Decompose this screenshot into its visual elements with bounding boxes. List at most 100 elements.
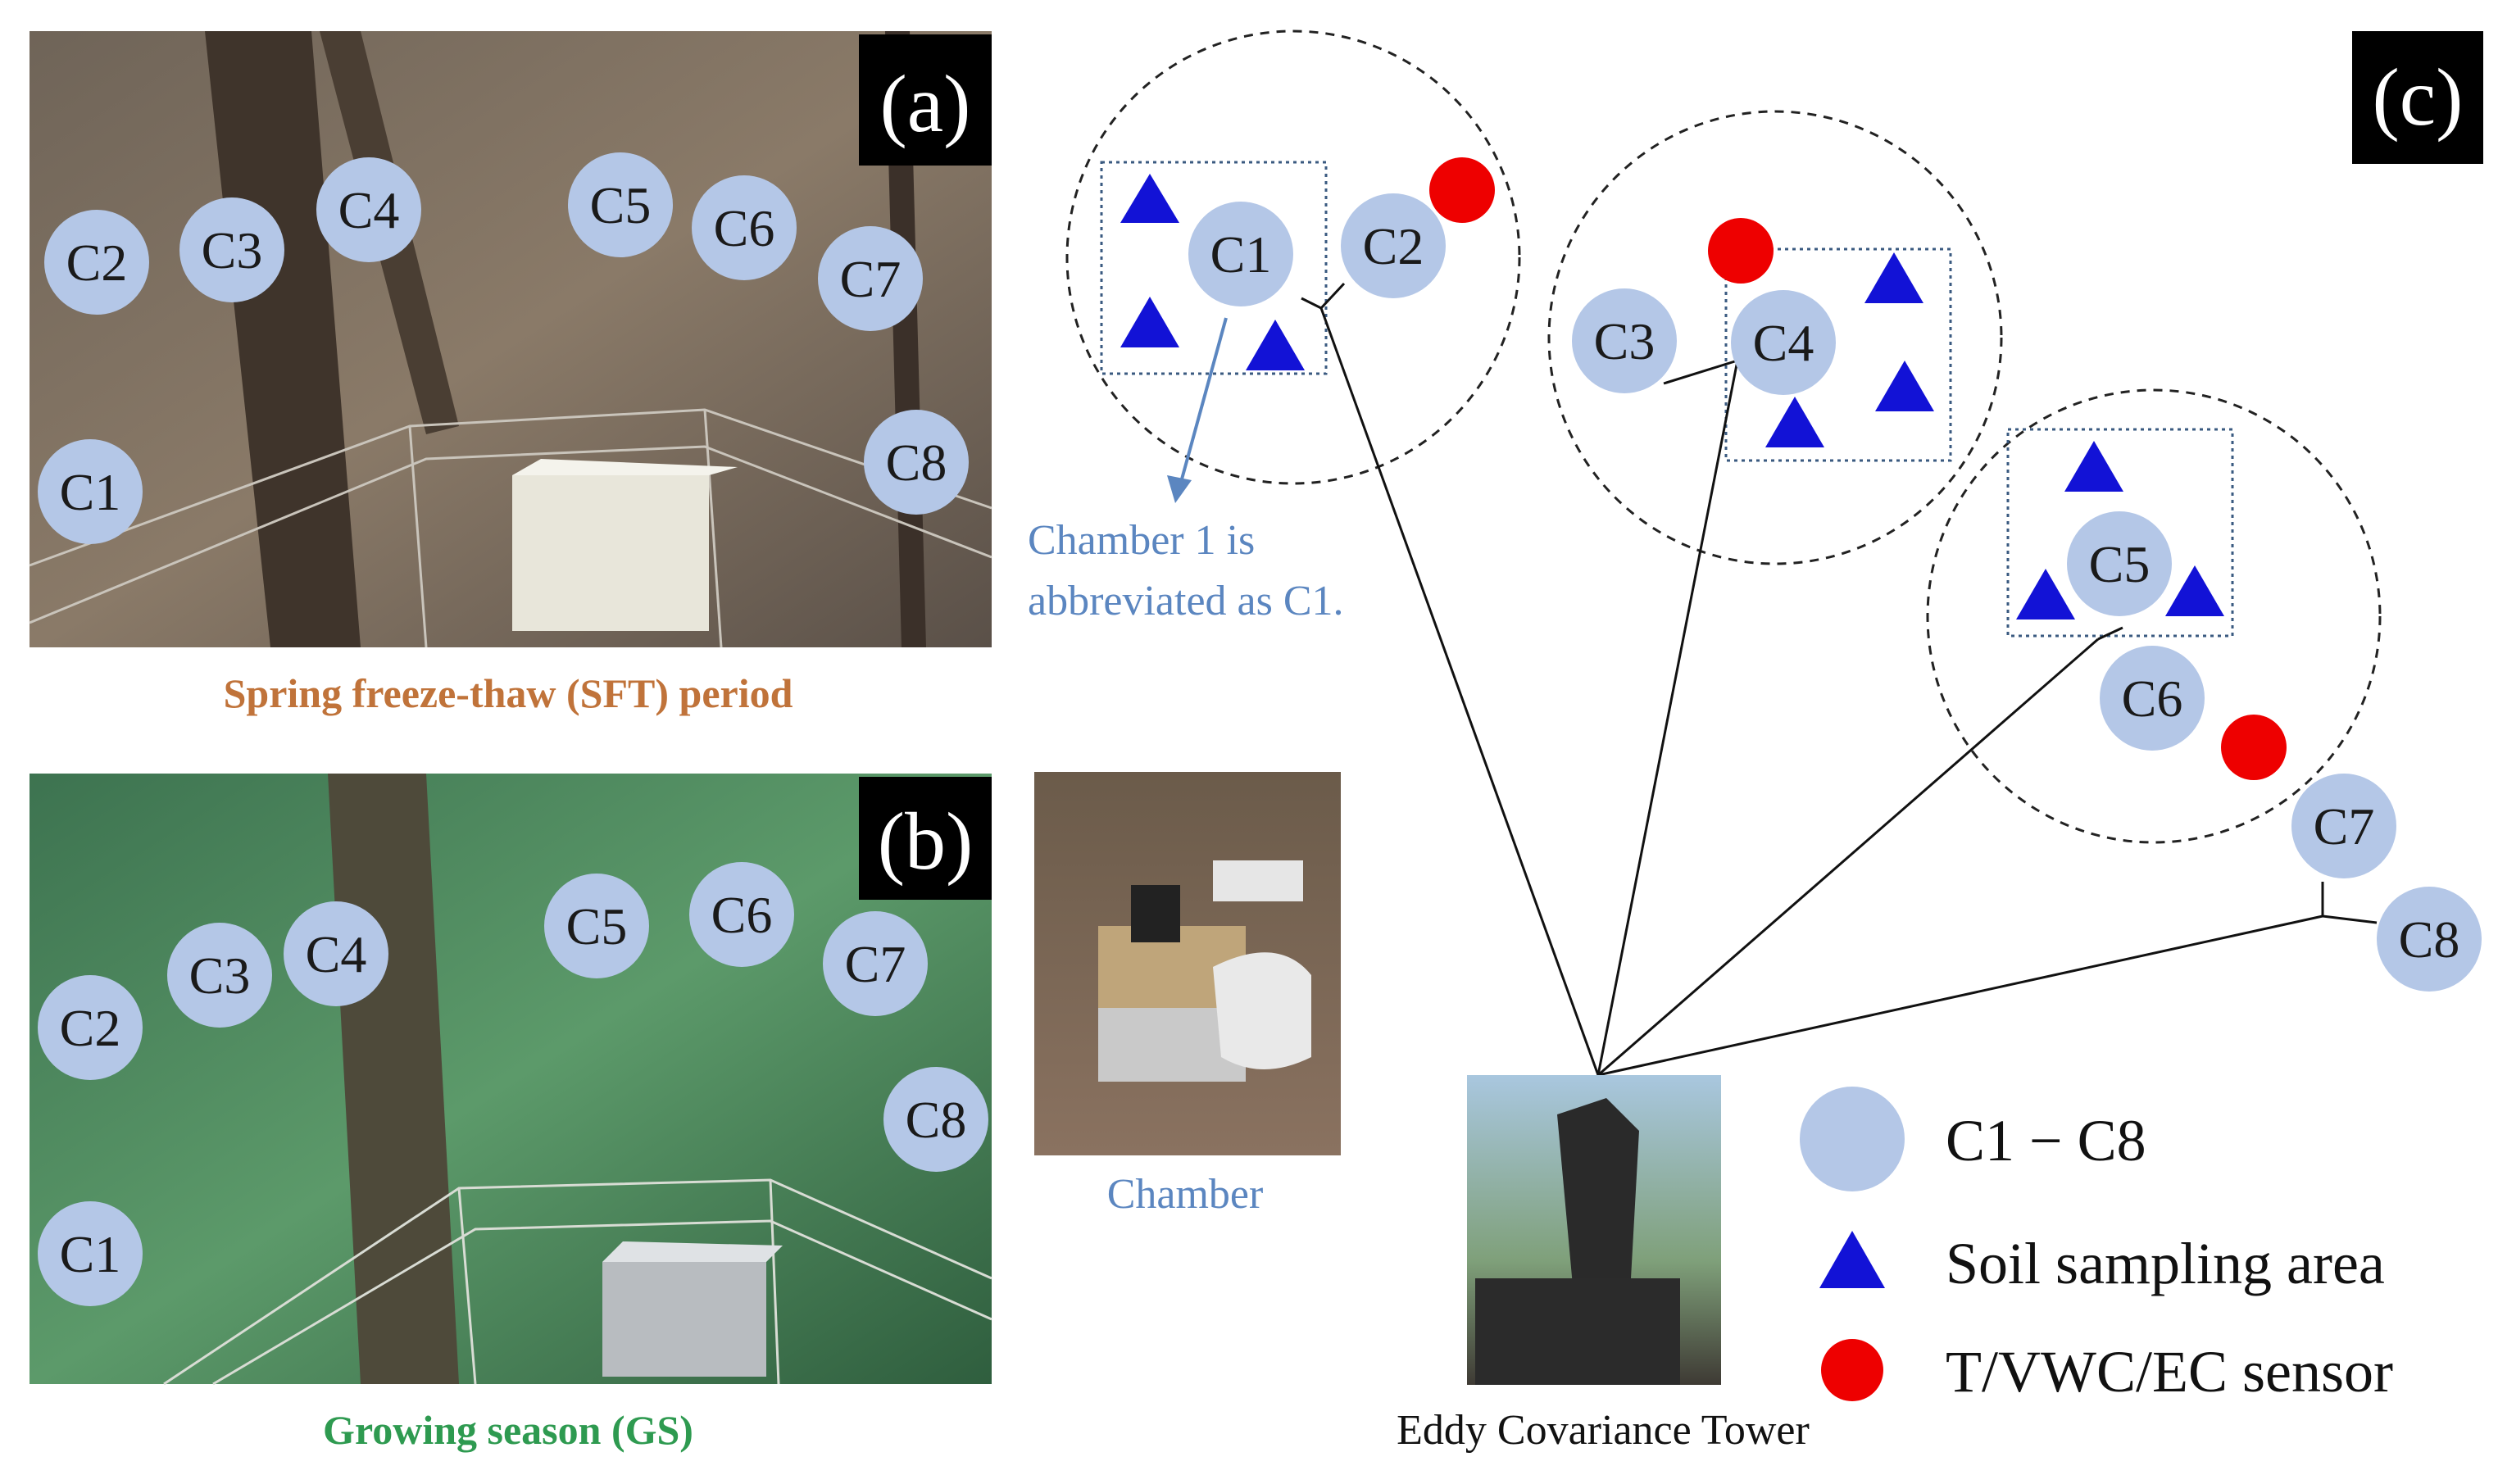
annotation-arrow [1167,317,1228,503]
tower-base [1475,1278,1680,1385]
chamber-marker [864,410,969,515]
chamber-marker-label: C2 [66,234,128,292]
chamber-marker-label: C5 [566,897,628,955]
annotation-line-1: Chamber 1 is [1028,517,1255,564]
chamber-marker-label: C1 [60,1225,121,1283]
plot-group-boundary [1547,110,2003,565]
fence [163,1178,992,1386]
soil-sampling-boundary [2006,428,2234,638]
soil-sampling-boundary [1100,161,1328,375]
chamber-marker [44,210,149,315]
chamber-marker-label: C5 [2089,535,2151,593]
chamber-marker-label: C3 [202,221,263,279]
chamber-marker [689,862,794,967]
legend-soil-label: Soil sampling area [1946,1231,2385,1296]
sft-photo [30,31,992,647]
panel-a-tag-bg [859,34,992,166]
chamber-sensor [1131,885,1180,942]
chamber-marker [1341,193,1446,298]
chamber-marker-label: C3 [1594,312,1655,370]
chamber-marker-label: C1 [60,463,121,521]
chamber-arm [1213,860,1303,901]
sft-caption: Spring freeze-thaw (SFT) period [224,670,793,716]
gs-caption: Growing season (GS) [323,1407,693,1453]
instrument-box [512,475,709,631]
gs-photo [30,774,992,1384]
tower-structure [1557,1098,1639,1295]
annotation-line-2: abbreviated as C1. [1028,578,1344,624]
soil-sampling-triangles [1120,174,2224,619]
chamber-marker [1572,288,1677,393]
chamber-marker [38,975,143,1080]
chamber-marker [38,439,143,544]
soil-triangle-icon [2165,565,2224,616]
chamber-lid [1213,952,1311,1069]
chamber-marker-label: C6 [714,199,775,257]
panel-c-tag-bg [2352,31,2483,164]
chamber-marker [1188,202,1293,306]
chamber-marker-label: C8 [886,433,947,492]
sensor-dot-icon [1429,157,1495,223]
panel-b-tag: (b) [878,796,974,887]
legend: C1 − C8 Soil sampling area T/VWC/EC sens… [1800,1087,2393,1405]
chamber-marker [692,175,797,280]
plot-group-boundary [1065,29,1521,485]
soil-triangle-icon [2016,569,2075,619]
soil-sampling-boundary [1724,247,1952,462]
chamber-marker-label: C8 [2399,910,2460,969]
tower-caption: Eddy Covariance Tower [1397,1407,1810,1454]
chamber-marker-label: C8 [906,1091,967,1149]
instrument-box-top [512,459,738,475]
chamber-marker [818,226,923,331]
sensors [1429,157,2287,780]
chamber-marker [38,1201,143,1306]
soil-triangle-icon [1246,320,1305,370]
chamber-marker-label: C6 [2122,669,2183,728]
chamber-marker-label: C1 [1210,225,1272,284]
legend-sensor-dot-icon [1821,1339,1883,1401]
panel-c-tag: (c) [2373,52,2464,143]
fence [29,408,992,648]
chamber-marker-label: C7 [845,935,906,993]
chamber-marker-label: C2 [60,999,121,1057]
chamber-marker [1731,290,1836,395]
chamber-marker [2067,511,2172,616]
chamber-marker [568,152,673,257]
tower-connections [1301,282,2378,1077]
chamber-photo-panel [1034,772,1341,1155]
soil-triangle-icon [2064,441,2123,492]
soil-triangle-icon [1120,297,1179,347]
annotation-arrow-head [1167,475,1192,503]
soil-triangle-icon [1875,361,1934,411]
chamber-marker [2377,887,2482,992]
soil-triangle-icon [1120,174,1179,223]
chamber-marker-label: C7 [840,250,902,308]
chamber-marker-label: C3 [189,946,251,1005]
chamber-marker-label: C7 [2314,797,2375,855]
chamber-marker-label: C2 [1363,217,1424,275]
chamber-caption: Chamber [1107,1171,1264,1218]
tower-photo-panel [1467,1075,1721,1385]
chamber-marker-label: C4 [1753,314,1814,372]
panel-b-tag-bg [859,777,992,900]
chamber-marker-label: C5 [590,176,652,234]
chamber-marker [883,1067,988,1172]
chamber-marker [316,157,421,262]
chamber-marker-label: C4 [338,181,400,239]
chamber-marker [167,923,272,1028]
legend-soil-triangle-icon [1819,1231,1885,1288]
sensor-dot-icon [1708,218,1774,284]
legend-chamber-icon [1800,1087,1905,1191]
chamber-marker [823,911,928,1016]
chamber-marker-label: C4 [306,925,367,983]
sensor-dot-icon [2221,715,2287,780]
chamber-marker [284,901,388,1006]
soil-triangle-icon [1864,252,1923,303]
chamber-marker [2100,646,2205,751]
